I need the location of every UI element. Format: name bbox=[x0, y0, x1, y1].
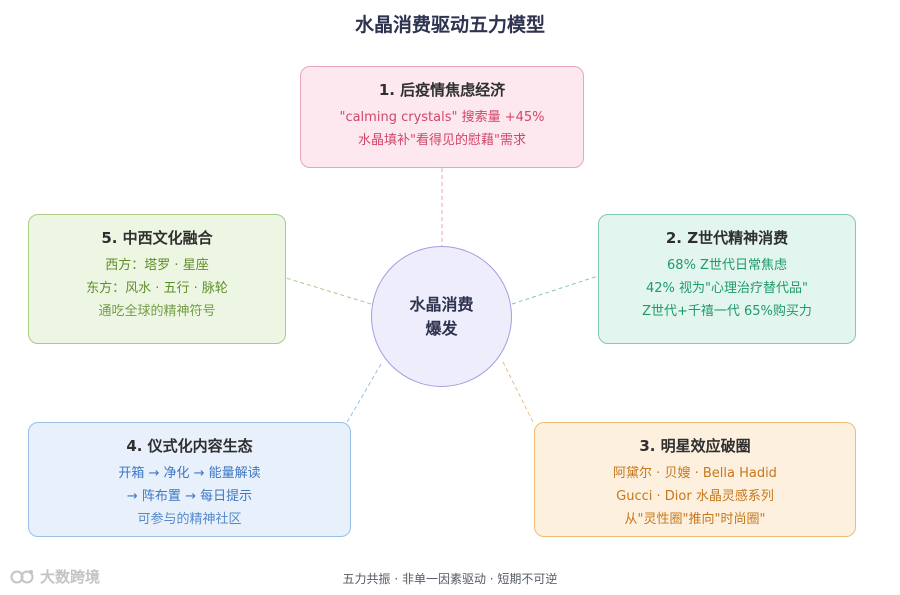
force-heading: 5. 中西文化融合 bbox=[101, 229, 213, 247]
force-box-culture-fusion: 5. 中西文化融合 西方：塔罗 · 星座 东方：风水 · 五行 · 脉轮 通吃全… bbox=[28, 214, 286, 344]
force-line: 68% Z世代日常焦虑 bbox=[667, 258, 787, 273]
watermark-text: 大数跨境 bbox=[40, 568, 101, 586]
force-line: 可参与的精神社区 bbox=[137, 512, 242, 527]
diagram-title: 水晶消费驱动五力模型 bbox=[354, 14, 545, 36]
force-heading: 2. Z世代精神消费 bbox=[665, 229, 789, 247]
force-line: 西方：塔罗 · 星座 bbox=[105, 258, 209, 273]
watermark-logo-icon bbox=[10, 569, 34, 583]
force-heading: 3. 明星效应破圈 bbox=[639, 437, 751, 455]
force-line: Gucci · Dior 水晶灵感系列 bbox=[616, 489, 774, 504]
center-label-line1: 水晶消费 bbox=[409, 294, 474, 314]
force-line: 阿黛尔 · 贝嫂 · Bella Hadid bbox=[613, 466, 777, 481]
force-line: 开箱 → 净化 → 能量解读 bbox=[118, 466, 261, 481]
force-line: Z世代+千禧一代 65%购买力 bbox=[642, 304, 812, 319]
force-box-celebrity-effect: 3. 明星效应破圈 阿黛尔 · 贝嫂 · Bella Hadid Gucci ·… bbox=[534, 422, 856, 537]
force-line: 42% 视为"心理治疗替代品" bbox=[646, 281, 808, 296]
force-line: 水晶填补"看得见的慰藉"需求 bbox=[358, 133, 526, 148]
center-node: 水晶消费 爆发 bbox=[371, 246, 512, 387]
force-heading: 1. 后疫情焦虑经济 bbox=[378, 81, 506, 99]
force-line: "calming crystals" 搜索量 +45% bbox=[339, 110, 545, 125]
force-box-gen-z: 2. Z世代精神消费 68% Z世代日常焦虑 42% 视为"心理治疗替代品" Z… bbox=[598, 214, 856, 344]
force-line: 从"灵性圈"推向"时尚圈" bbox=[624, 512, 766, 527]
center-label-line2: 爆发 bbox=[425, 318, 458, 338]
force-box-post-pandemic-anxiety: 1. 后疫情焦虑经济 "calming crystals" 搜索量 +45% 水… bbox=[300, 66, 584, 168]
force-heading: 4. 仪式化内容生态 bbox=[126, 437, 253, 455]
footer-caption: 五力共振 · 非单一因素驱动 · 短期不可逆 bbox=[342, 572, 558, 586]
force-line: → 阵布置 → 每日提示 bbox=[126, 489, 253, 504]
connector-3 bbox=[502, 361, 535, 425]
connector-5 bbox=[285, 277, 372, 305]
connector-4 bbox=[345, 363, 382, 425]
watermark: 大数跨境 bbox=[10, 566, 100, 587]
force-box-ritual-content: 4. 仪式化内容生态 开箱 → 净化 → 能量解读 → 阵布置 → 每日提示 可… bbox=[28, 422, 351, 537]
connector-2 bbox=[511, 275, 599, 305]
force-line: 通吃全球的精神符号 bbox=[98, 304, 216, 319]
force-line: 东方：风水 · 五行 · 脉轮 bbox=[86, 281, 228, 296]
